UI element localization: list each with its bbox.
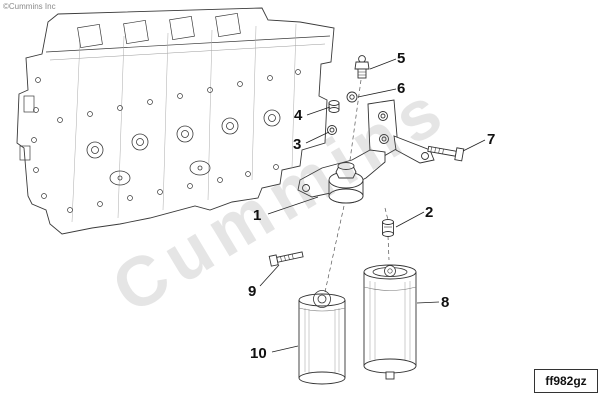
callout-8: 8 [441,294,450,311]
callout-7: 7 [487,131,496,148]
leader-lines [259,58,486,353]
callout-2: 2 [425,204,434,221]
filter-head-bracket [297,99,435,204]
figure-code-box: ff982gz [534,369,598,393]
callout-6: 6 [397,80,406,97]
washer-3 [327,125,337,135]
callout-5: 5 [397,50,406,67]
mounting-bolt-7 [427,145,465,162]
callout-1: 1 [253,207,262,224]
fuel-filter-8 [363,264,417,380]
fuel-filter-10 [298,290,346,385]
copyright-text: ©Cummins Inc [3,2,56,11]
engine-block-illustration [16,7,335,235]
adapter-fitting-2 [382,219,394,237]
bolt-9 [268,251,304,267]
plug-fitting-5 [354,55,370,79]
assembly-center-lines [324,79,390,293]
callout-3: 3 [293,136,302,153]
sealing-washer-6 [346,91,358,103]
callout-9: 9 [248,283,257,300]
cap-nut-4 [328,100,340,113]
callout-10: 10 [250,345,267,362]
figure-code-text: ff982gz [545,374,587,388]
callout-4: 4 [294,107,303,124]
